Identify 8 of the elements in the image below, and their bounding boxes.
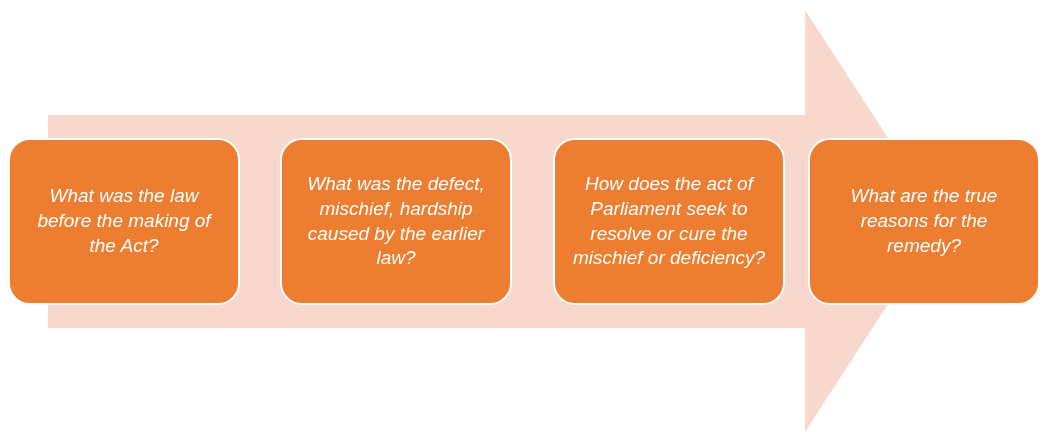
question-box [808,138,1040,305]
question-text: What are the true reasons for the remedy? [849,184,999,258]
question-box [8,138,240,305]
question-text: What was the law before the making of the Act? [36,184,213,258]
question-text: What was the defect, mischief, hardship caused by the earlier law? [306,172,486,271]
question-box [280,138,512,305]
question-box [553,138,785,305]
question-text: How does the act of Parliament seek to resolve or cure the mischief or deficiency? [571,172,767,271]
